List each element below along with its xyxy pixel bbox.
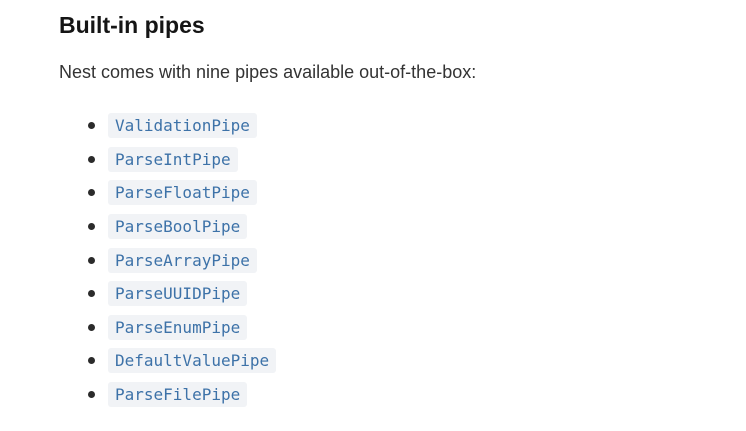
pipe-name-code: DefaultValuePipe xyxy=(108,348,277,374)
list-item: ParseFilePipe xyxy=(88,378,276,412)
list-item: ParseUUIDPipe xyxy=(88,277,276,311)
list-item: DefaultValuePipe xyxy=(88,344,277,378)
bullet-icon xyxy=(88,189,95,197)
intro-paragraph: Nest comes with nine pipes available out… xyxy=(59,62,477,82)
pipe-name-code: ParseIntPipe xyxy=(108,146,238,172)
list-item: ParseFloatPipe xyxy=(88,176,276,210)
pipe-name-code: ParseFloatPipe xyxy=(108,180,257,206)
bullet-icon xyxy=(88,357,95,365)
bullet-icon xyxy=(88,223,95,231)
bullet-icon xyxy=(88,391,95,399)
list-item: ParseArrayPipe xyxy=(88,243,276,277)
bullet-icon xyxy=(88,323,95,331)
list-item: ParseEnumPipe xyxy=(88,311,276,345)
section-heading: Built-in pipes xyxy=(59,12,205,38)
pipe-name-code: ParseBoolPipe xyxy=(108,214,248,240)
pipe-name-code: ParseArrayPipe xyxy=(108,247,257,273)
list-item: ParseBoolPipe xyxy=(88,210,276,244)
pipe-name-code: ValidationPipe xyxy=(108,113,257,139)
bullet-icon xyxy=(88,155,95,163)
pipe-name-code: ParseUUIDPipe xyxy=(108,281,248,307)
bullet-icon xyxy=(88,256,95,264)
pipe-name-code: ParseFilePipe xyxy=(108,382,248,408)
list-item: ValidationPipe xyxy=(88,109,276,143)
pipe-name-code: ParseEnumPipe xyxy=(108,314,248,340)
pipe-list: ValidationPipe ParseIntPipe ParseFloatPi… xyxy=(88,109,277,412)
list-item: ParseIntPipe xyxy=(88,143,276,177)
bullet-icon xyxy=(88,290,95,298)
bullet-icon xyxy=(88,122,95,130)
